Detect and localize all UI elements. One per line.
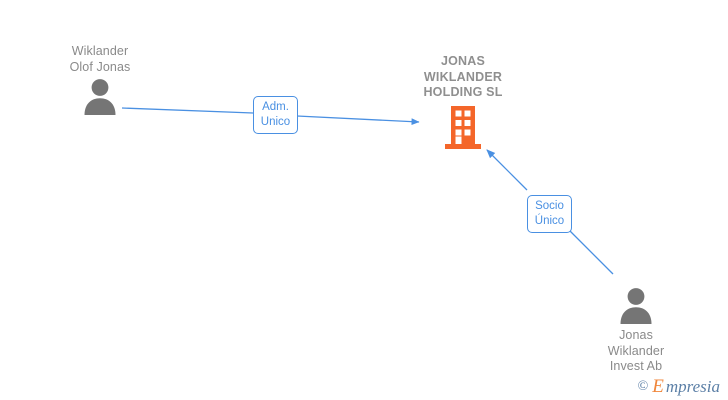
edge-socio-unico bbox=[486, 149, 614, 275]
watermark-brand-initial: E bbox=[652, 376, 664, 397]
edge-adm-unico-segment-right bbox=[296, 115, 420, 126]
node-person-left-caption: Wiklander Olof Jonas bbox=[69, 44, 131, 74]
node-person-left[interactable]: Wiklander Olof Jonas bbox=[40, 44, 160, 115]
edge-label-adm-unico[interactable]: Adm. Unico bbox=[253, 96, 298, 134]
node-company-center[interactable]: JONAS WIKLANDER HOLDING SL bbox=[398, 54, 528, 150]
person-icon bbox=[84, 79, 116, 115]
node-person-bottom-right[interactable]: Jonas Wiklander Invest Ab bbox=[576, 284, 696, 375]
node-company-caption: JONAS WIKLANDER HOLDING SL bbox=[423, 54, 503, 99]
edge-label-socio-unico[interactable]: Socio Único bbox=[527, 195, 572, 233]
watermark-empresia: © E mpresia bbox=[638, 377, 720, 396]
edge-adm-unico-segment-left bbox=[121, 107, 254, 114]
building-icon bbox=[445, 105, 481, 149]
edge-adm-unico bbox=[121, 107, 420, 126]
edge-socio-unico-segment-lower bbox=[569, 230, 614, 275]
edge-socio-unico-segment-upper bbox=[486, 149, 528, 191]
node-person-bottom-right-caption: Jonas Wiklander Invest Ab bbox=[607, 328, 665, 373]
copyright-icon: © bbox=[637, 378, 649, 394]
watermark-brand-rest: mpresia bbox=[665, 377, 720, 396]
person-icon bbox=[620, 288, 652, 324]
